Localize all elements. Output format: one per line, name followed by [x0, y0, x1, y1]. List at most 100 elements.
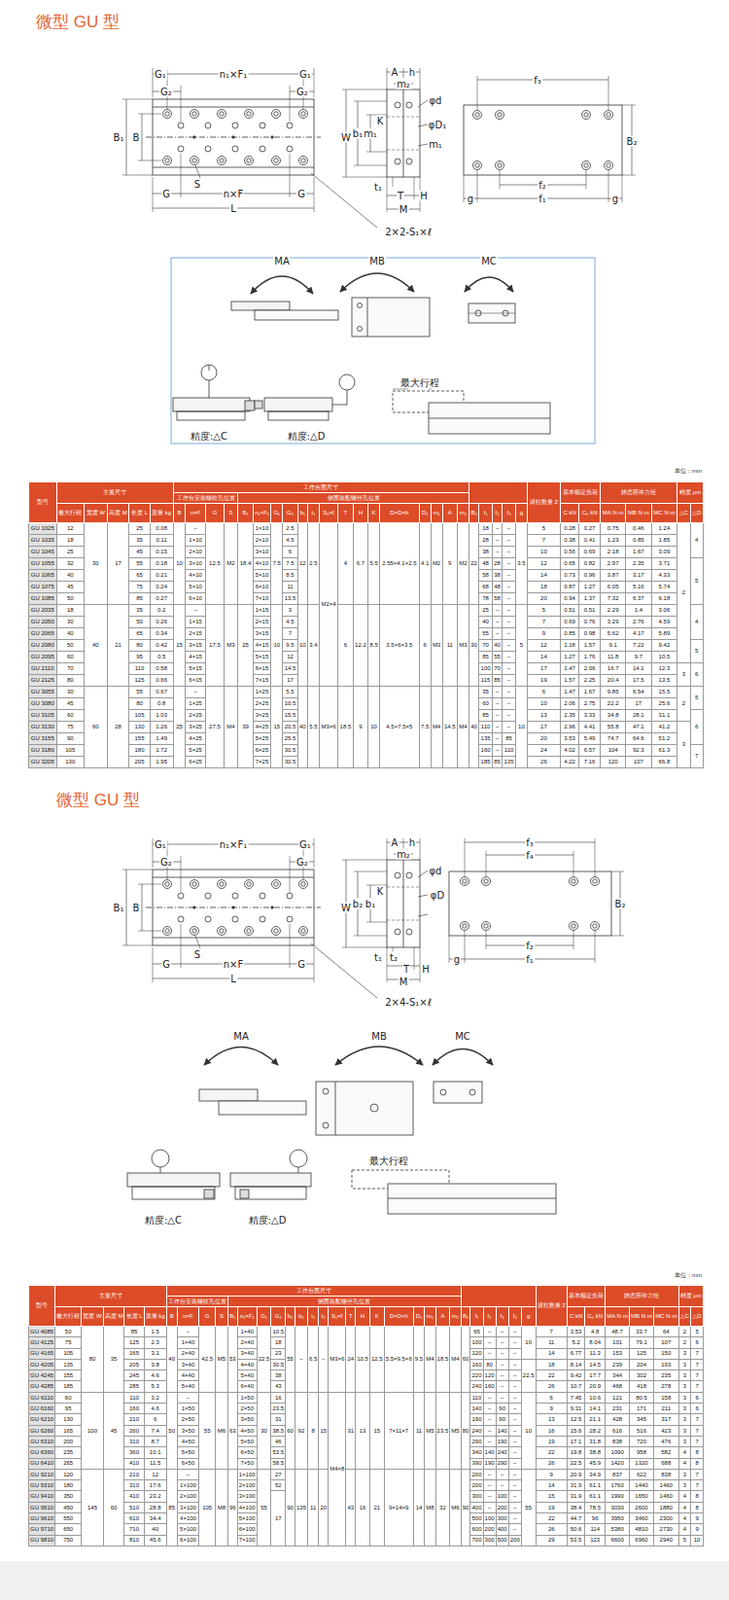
table-cell: 45.6: [143, 1533, 167, 1545]
table-cell: 1.23: [600, 534, 626, 547]
table-cell: 1×15: [185, 616, 207, 628]
table-cell: 40: [469, 686, 480, 768]
table-cell: GU 2095: [29, 651, 58, 663]
drawing-part: [322, 1121, 329, 1128]
table-cell: 160: [483, 1380, 496, 1391]
table-cell: 31.9: [567, 1490, 586, 1501]
table-cell: 7: [535, 1325, 568, 1337]
table-cell: 60: [55, 1390, 82, 1402]
table-cell: 200: [470, 1467, 484, 1479]
table-cell: 1×10: [252, 522, 272, 535]
table-cell: 80: [460, 1390, 471, 1468]
table-cell: 165: [124, 1347, 144, 1358]
table-cell: 13: [355, 1390, 371, 1468]
table-cell: 2×25: [185, 709, 207, 722]
table-cell: 160: [470, 1357, 484, 1369]
table-cell: 31.1: [651, 709, 678, 722]
drawing-part: [268, 411, 329, 420]
table-cell: 5.3: [143, 1380, 167, 1391]
table-cell: 837: [605, 1467, 630, 1479]
table-cell: 92.3: [625, 744, 652, 757]
drawing-part: [449, 870, 612, 936]
table-header: 主要尺寸: [55, 1284, 168, 1307]
table-cell: 8.7: [143, 1434, 167, 1446]
dimension-label: K: [376, 885, 385, 897]
dimension-label: A: [390, 67, 400, 78]
table-cell: 85: [491, 674, 502, 687]
table-header: f₂: [483, 1306, 496, 1326]
table-cell: 20.9: [567, 1467, 586, 1479]
table-header: f₁: [470, 1306, 484, 1326]
table-cell: 4: [678, 1446, 692, 1458]
table-cell: 14: [535, 1347, 568, 1358]
drawing-part: [204, 1046, 278, 1066]
table-cell: 25: [129, 522, 150, 535]
table-cell: GU 6110: [29, 1390, 56, 1402]
table-cell: 17.7: [585, 1369, 606, 1381]
table-cell: 958: [628, 1446, 654, 1458]
table-row: GU 2035184021350.215–17.5M3251×15103103.…: [29, 604, 704, 617]
table-cell: 30: [56, 616, 84, 628]
table-cell: 1460: [654, 1479, 679, 1491]
table-cell: 10: [526, 546, 560, 558]
table-cell: 245: [124, 1369, 144, 1381]
table-cell: 7: [691, 1434, 704, 1446]
drawing-part: [463, 75, 636, 203]
table-cell: 1.5: [143, 1325, 167, 1337]
table-cell: –: [508, 1413, 521, 1424]
table-cell: 90: [460, 1467, 471, 1545]
table-cell: 15: [271, 686, 283, 768]
dimension-label: f₄: [524, 849, 535, 861]
table-cell: 155: [55, 1369, 82, 1381]
table-cell: M5: [424, 1390, 436, 1468]
table-cell: 14.5: [585, 1357, 606, 1369]
table-cell: 23.2: [143, 1490, 167, 1501]
table-cell: 3: [678, 1413, 692, 1424]
table-cell: 0.28: [560, 522, 580, 535]
table-cell: 210: [124, 1467, 144, 1479]
table-cell: 2.97: [600, 557, 626, 570]
table-cell: 8.5: [368, 604, 381, 687]
dimension-label: φd: [428, 95, 444, 106]
table-header: f₃: [502, 503, 517, 523]
dimension-label: f₂: [524, 939, 535, 951]
table-cell: 600: [470, 1523, 484, 1534]
table-cell: –: [508, 1347, 521, 1358]
table-cell: GU 1045: [29, 546, 58, 558]
table-cell: 12.5: [567, 1413, 586, 1424]
table-cell: 2.5: [307, 522, 319, 605]
table-cell: 50: [55, 1325, 82, 1337]
table-cell: 3.17: [625, 569, 652, 582]
table-header: B₂: [469, 503, 480, 523]
moment-panel-1: [171, 257, 595, 444]
table-header: C₀ kN: [579, 503, 601, 523]
table-cell: –: [483, 1413, 496, 1424]
table-cell: 3.87: [600, 569, 626, 582]
table-cell: 80: [129, 639, 150, 652]
table-cell: 11: [535, 1336, 568, 1348]
table-cell: 24: [526, 744, 560, 757]
table-header: b₁: [294, 1306, 308, 1326]
dimension-label: h: [408, 836, 417, 848]
table-cell: 26: [535, 1457, 568, 1468]
table-cell: 3: [678, 1390, 692, 1402]
table-cell: 120: [55, 1467, 82, 1479]
table-cell: 3: [282, 604, 299, 617]
dimension-label: G: [296, 958, 307, 970]
table-header: n₁×F₁: [237, 1306, 257, 1326]
table-cell: 17: [271, 1490, 286, 1545]
table-header: B₂: [460, 1306, 471, 1326]
drawing-part: [428, 417, 551, 419]
table-cell: 9: [526, 627, 560, 640]
table-cell: –: [176, 1325, 200, 1337]
table-cell: 16: [535, 1423, 568, 1435]
table-cell: 4.41: [579, 721, 601, 733]
table-cell: 123: [585, 1533, 606, 1545]
table-cell: GU 6160: [29, 1402, 56, 1414]
table-cell: 48: [491, 581, 502, 593]
table-cell: 3×100: [237, 1490, 257, 1501]
table-cell: 3.33: [579, 709, 601, 722]
table-cell: 35: [129, 534, 150, 547]
table-cell: 17: [526, 721, 560, 733]
table-cell: 90: [495, 1402, 509, 1414]
